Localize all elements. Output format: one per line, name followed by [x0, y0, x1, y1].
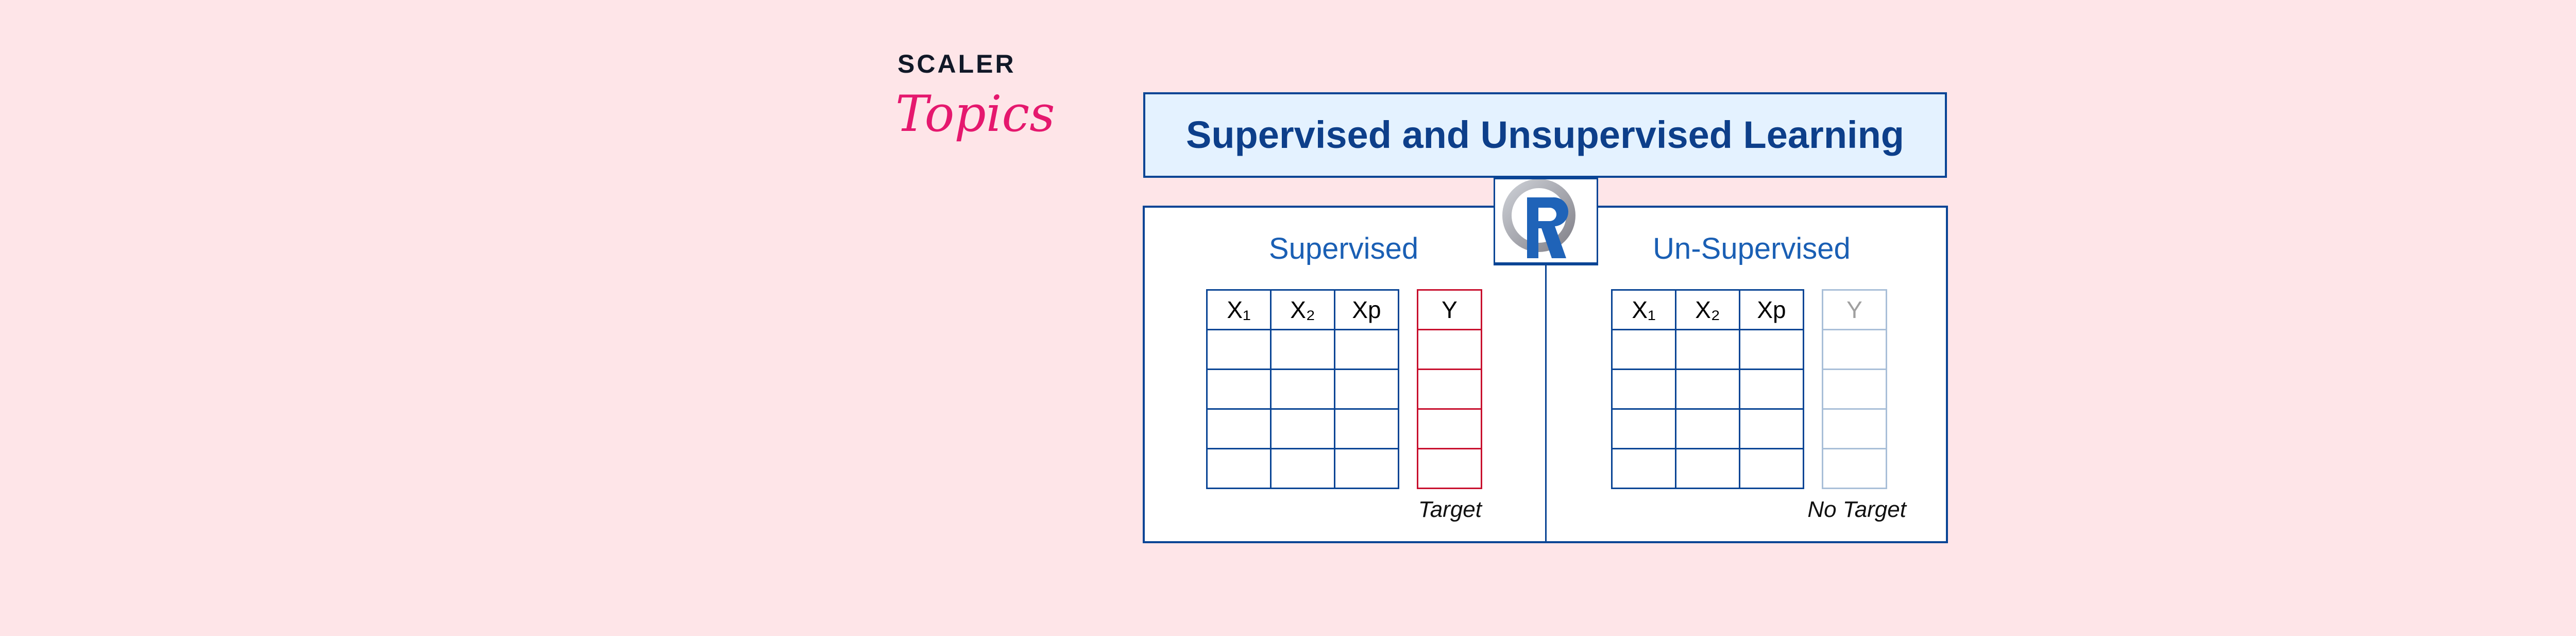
header-cell: Y — [1417, 289, 1482, 330]
no-target-label: No Target — [1807, 497, 1906, 522]
logo-scaler: SCALER — [897, 49, 1016, 78]
header-cell: Xp — [1334, 289, 1399, 330]
r-language-icon — [1502, 179, 1575, 258]
header-cell: Y — [1822, 289, 1887, 330]
logo-topics: Topics — [895, 85, 1055, 143]
unsupervised-missing-target-column: Y — [1822, 289, 1887, 489]
supervised-target-column: Y — [1417, 289, 1482, 489]
header-cell: X₂ — [1270, 289, 1335, 330]
target-label: Target — [1418, 497, 1482, 522]
header-cell: X₁ — [1206, 289, 1272, 330]
supervised-heading: Supervised — [1268, 232, 1419, 265]
r-logo-box — [1494, 178, 1598, 265]
divider — [1545, 265, 1547, 543]
unsupervised-heading: Un-Supervised — [1653, 232, 1851, 265]
header-cell: Xp — [1739, 289, 1804, 330]
diagram-title: Supervised and Unsupervised Learning — [1185, 113, 1905, 156]
header-cell: X₂ — [1675, 289, 1740, 330]
title-box: Supervised and Unsupervised Learning — [1143, 92, 1947, 178]
header-cell: X₁ — [1611, 289, 1676, 330]
